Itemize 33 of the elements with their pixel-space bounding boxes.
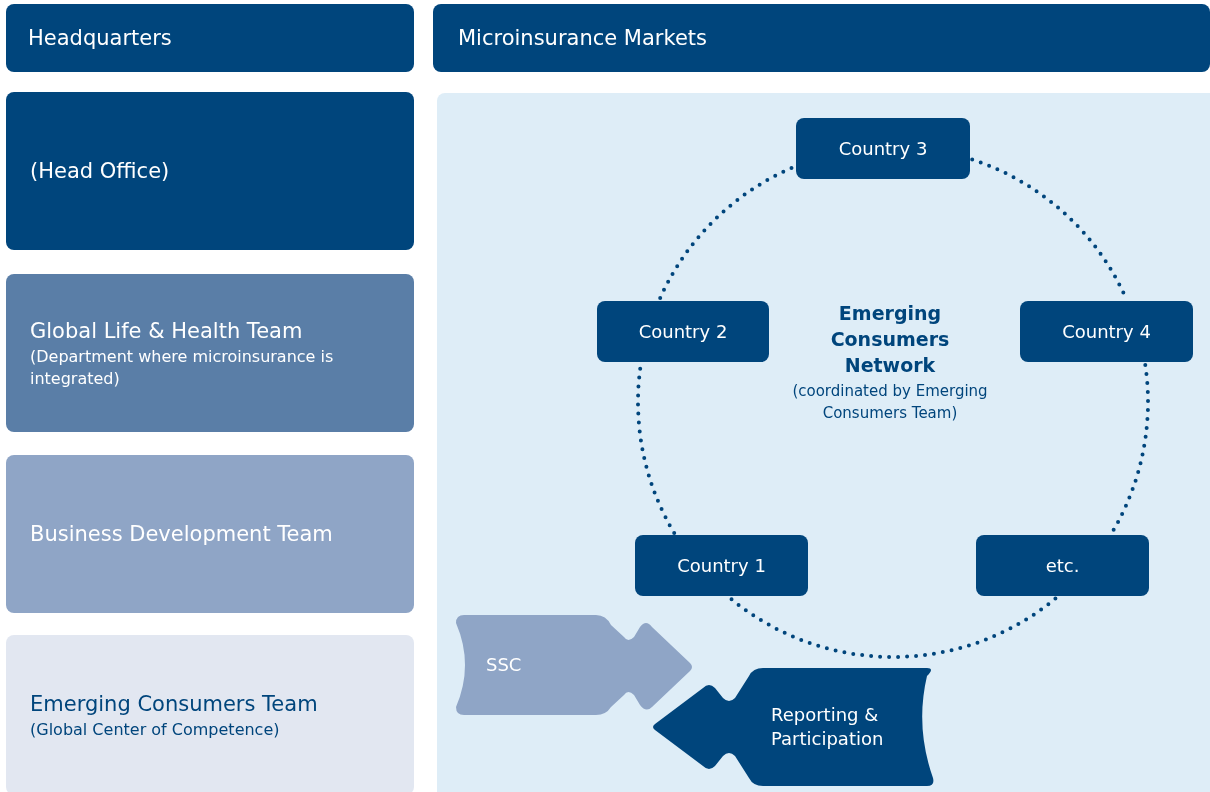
header-band: [6, 4, 414, 72]
node-title: Global Life & Health Team: [30, 317, 303, 345]
node-title: Microinsurance Markets: [458, 24, 707, 52]
dotted-connector: [1109, 363, 1150, 535]
org-box: [6, 635, 414, 792]
node-title: SSC: [486, 653, 522, 677]
node-subtitle: (Department where microinsurance is integrated): [30, 345, 335, 390]
node-title: (Head Office): [30, 157, 170, 185]
node-title: etc.: [1045, 553, 1080, 578]
country-box: [796, 118, 970, 179]
org-box: [6, 274, 414, 432]
node-title: Country 1: [677, 553, 766, 578]
header-band: [433, 4, 1210, 72]
node-title: Country 3: [838, 136, 928, 161]
dotted-connector: [658, 165, 796, 300]
node-title: Country 4: [1062, 319, 1151, 344]
dotted-connector: [729, 596, 1058, 659]
node-title: Reporting & Participation: [771, 703, 885, 751]
arrow-shape: [456, 615, 692, 715]
country-box: [597, 301, 769, 362]
country-box: [635, 535, 808, 596]
node-title: Emerging Consumers Team: [30, 690, 318, 718]
network-note: (coordinated by Emerging Consumers Team): [791, 381, 989, 424]
node-subtitle: (Global Center of Competence): [30, 718, 280, 741]
org-box: [6, 92, 414, 250]
node-title: Business Development Team: [30, 520, 333, 548]
org-box: [6, 455, 414, 613]
country-box: [976, 535, 1149, 596]
arrow-shape: [653, 668, 935, 786]
country-box: [1020, 301, 1193, 362]
node-title: Country 2: [638, 319, 728, 344]
node-title: Headquarters: [28, 24, 172, 52]
network-title: Emerging Consumers Network: [829, 301, 951, 378]
